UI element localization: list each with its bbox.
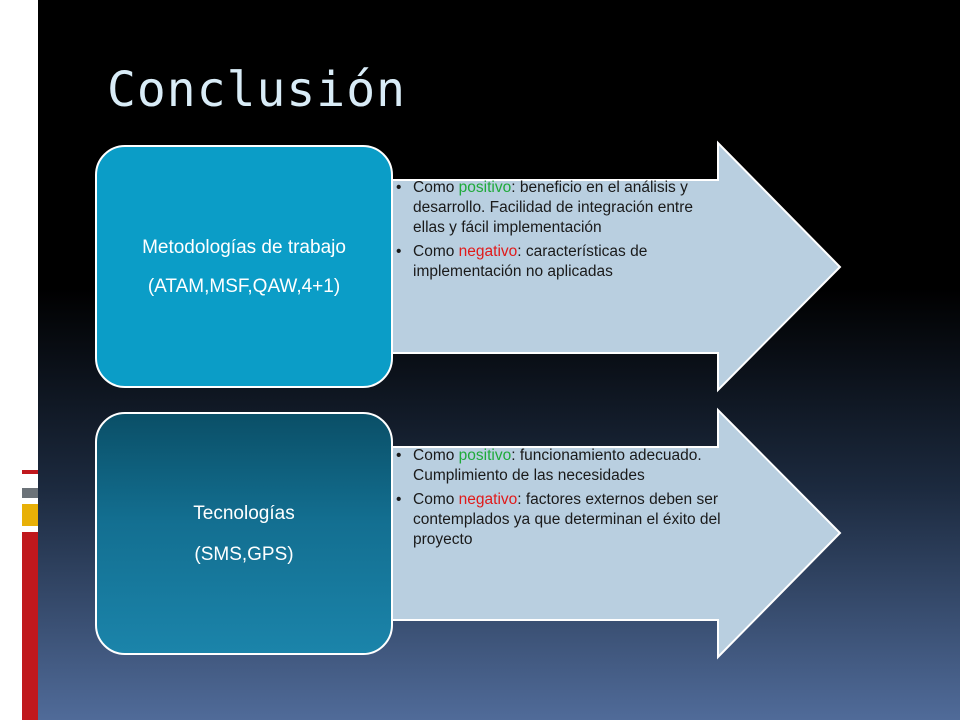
category-box-tecnologias: Tecnologías (SMS,GPS) bbox=[95, 412, 393, 655]
slide-title: Conclusión bbox=[107, 62, 406, 118]
deco-bar-top bbox=[0, 0, 38, 4]
category-title: Tecnologías bbox=[193, 502, 295, 524]
bullet-list-metodologias: Como positivo: beneficio en el análisis … bbox=[396, 178, 716, 286]
deco-bar-yellow bbox=[22, 504, 38, 526]
decorative-bars bbox=[0, 0, 38, 720]
category-box-metodologias: Metodologías de trabajo (ATAM,MSF,QAW,4+… bbox=[95, 145, 393, 388]
category-subtitle: (ATAM,MSF,QAW,4+1) bbox=[147, 275, 341, 297]
positive-keyword: positivo bbox=[458, 447, 512, 464]
deco-bar-divider bbox=[20, 470, 22, 720]
deco-bar-red-1 bbox=[22, 470, 38, 474]
negative-keyword: negativo bbox=[458, 243, 518, 260]
deco-bar-red-2 bbox=[22, 532, 38, 720]
deco-bar-gray bbox=[22, 488, 38, 498]
category-subtitle: (SMS,GPS) bbox=[194, 543, 294, 565]
positive-keyword: positivo bbox=[458, 179, 512, 196]
bullet-positive: Como positivo: funcionamiento adecuado. … bbox=[396, 446, 726, 486]
bullet-list-tecnologias: Como positivo: funcionamiento adecuado. … bbox=[396, 446, 726, 554]
bullet-positive: Como positivo: beneficio en el análisis … bbox=[396, 178, 716, 238]
negative-keyword: negativo bbox=[458, 491, 518, 508]
bullet-negative: Como negativo: características de implem… bbox=[396, 242, 716, 282]
bullet-negative: Como negativo: factores externos deben s… bbox=[396, 490, 726, 550]
category-title: Metodologías de trabajo bbox=[142, 236, 346, 258]
